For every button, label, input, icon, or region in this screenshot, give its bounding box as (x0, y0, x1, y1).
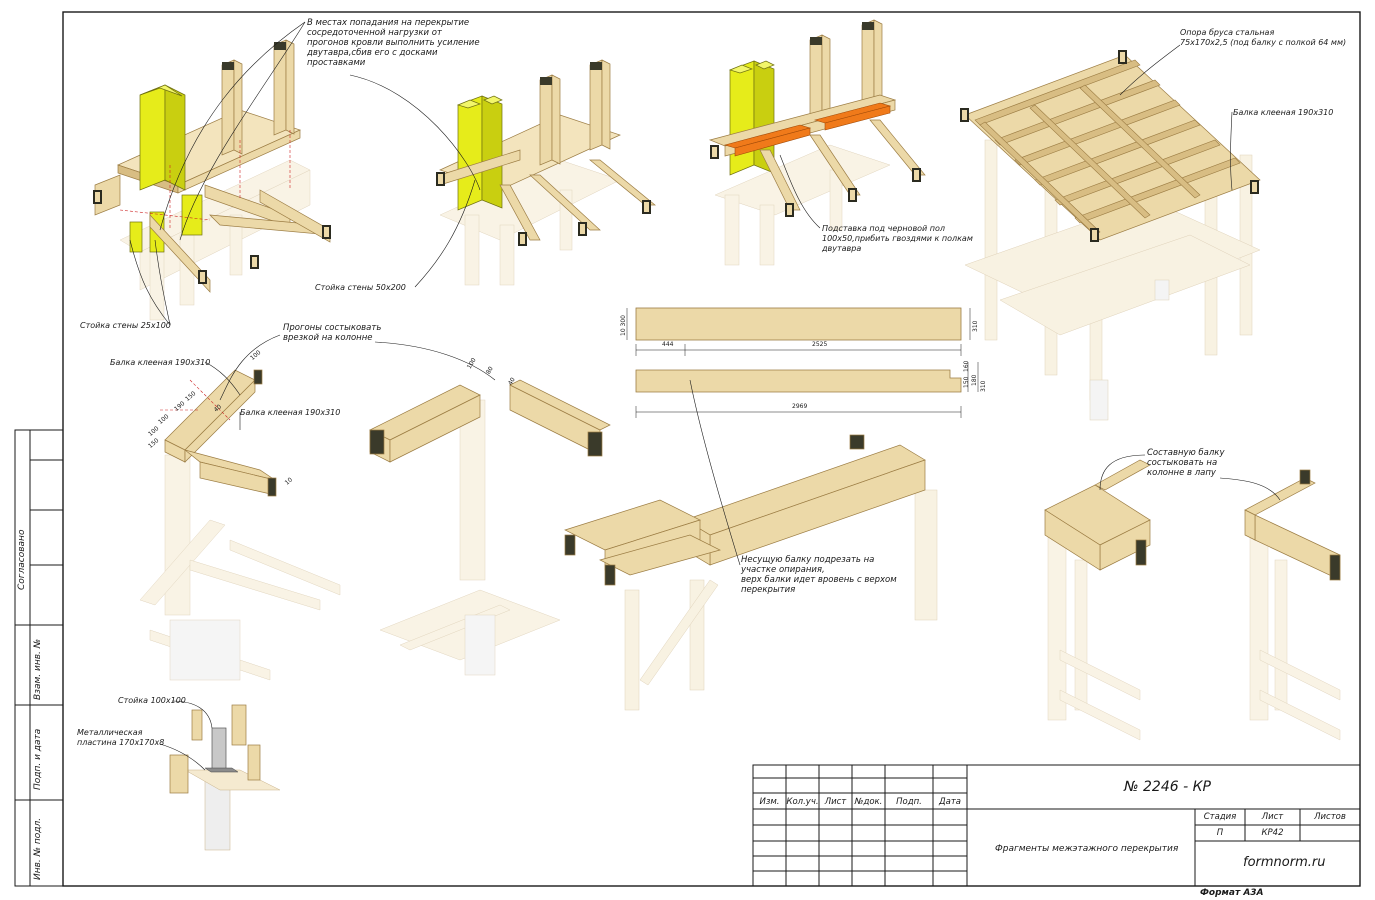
tb-col-sheet: Лист (824, 797, 847, 807)
view-apex (369, 379, 611, 676)
post-100-label: Стойка 100х100 (118, 696, 186, 705)
dim-beam-bottom-h4: 180 (971, 374, 978, 386)
stamp-inv-replace: Взам. инв. № (33, 638, 43, 700)
dim-beam-top-height: 310 (972, 320, 979, 332)
leader-lines (129, 21, 1281, 771)
tb-doc-number: № 2246 - КР (1124, 779, 1211, 795)
tb-col-date: Дата (938, 797, 961, 807)
view-bearing-beam (564, 434, 938, 711)
stamp-sign-date: Подп. и дата (33, 728, 43, 790)
dim-beam-bottom-total: 2969 (792, 403, 808, 410)
beam-elevations (626, 307, 979, 418)
view-corner-beams (139, 369, 341, 681)
title-block-grid (752, 764, 1361, 887)
glulam-beam-label-1: Балка клееная 190х310 (1233, 108, 1334, 117)
metal-plate-label: Металлическая пластина 170х170х8 (77, 728, 165, 747)
dim-beam-bottom-h2: 160 (963, 360, 970, 372)
composite-note: Составную балку состыковать на колонне в… (1147, 448, 1225, 478)
view-floor-spacers (708, 19, 926, 266)
stamp-inv-original: Инв. № подл. (33, 817, 43, 880)
glulam-beam-label-3: Балка клееная 190х310 (240, 408, 341, 417)
dim-beam-top-seg2: 2525 (812, 341, 828, 348)
view-composite-beams (1044, 459, 1341, 741)
tb-col-signature: Подп. (896, 797, 922, 807)
dim-beam-top-seg1: 444 (662, 341, 674, 348)
tb-stage-header: Стадия (1203, 812, 1237, 822)
view-post-plate (169, 704, 281, 851)
dim-beam-bottom-h1: 150 (963, 376, 970, 388)
view-reinforcement-2 (436, 59, 656, 286)
view-reinforcement-1 (93, 39, 331, 321)
steel-support-label: Опора бруса стальная 75х170х2,5 (под бал… (1180, 28, 1347, 47)
stamp-agreed: Согласовано (17, 529, 27, 590)
dim-beam-bottom-h3: 310 (980, 380, 987, 392)
wall-post-25-label: Стойка стены 25х100 (80, 321, 171, 330)
purlin-note: Прогоны состыковать врезкой на колонне (283, 323, 382, 343)
tb-col-docnum: №док. (854, 797, 883, 807)
bearing-note: Несущую балку подрезать на участке опира… (741, 555, 897, 595)
tb-sheet-value: КР42 (1261, 828, 1284, 838)
glulam-beam-label-2: Балка клееная 190х310 (110, 358, 211, 367)
wall-post-50-label: Стойка стены 50х200 (315, 283, 406, 292)
view-floor-frame (960, 50, 1261, 421)
spacer-note: Подставка под черновой пол 100х50,прибит… (822, 224, 973, 253)
reinforcement-note: В местах попадания на перекрытие сосредо… (307, 18, 480, 68)
tb-col-change: Изм. (759, 797, 780, 807)
tb-sheet-header: Лист (1261, 812, 1284, 822)
sheet-format: Формат А3А (1200, 888, 1264, 898)
tb-site: formnorm.ru (1243, 855, 1326, 870)
tb-sheets-header: Листов (1314, 812, 1346, 822)
tb-col-count: Кол.уч. (786, 797, 819, 807)
tb-stage-value: П (1216, 828, 1224, 838)
dim-beam-top-left: 10 300 (620, 315, 627, 336)
tb-description: Фрагменты межэтажного перекрытия (995, 844, 1179, 854)
side-stamp (14, 429, 64, 887)
